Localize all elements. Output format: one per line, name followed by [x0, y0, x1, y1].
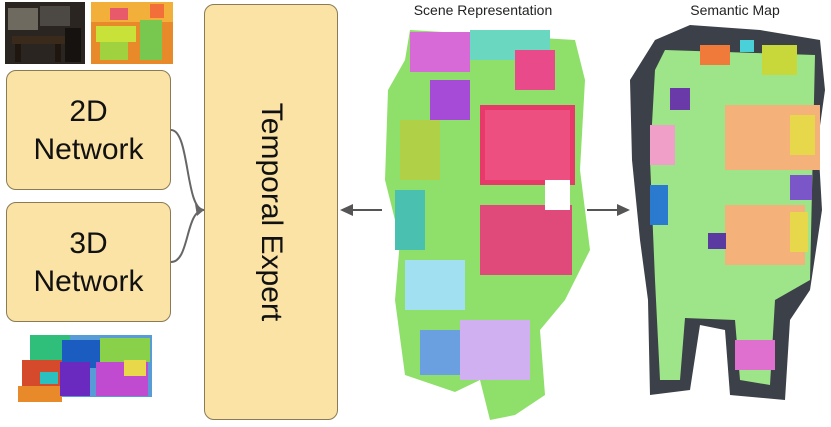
- network-3d-label-line1: 3D: [69, 227, 108, 260]
- connector-2d-to-expert: [170, 129, 205, 211]
- network-2d-label-line1: 2D: [69, 95, 108, 128]
- point-cloud-input-image: [18, 335, 152, 402]
- connector-arrowhead: [195, 204, 204, 216]
- segmentation-input-image: [91, 2, 173, 64]
- scene-representation-caption: Scene Representation: [413, 2, 553, 18]
- network-3d-label-line2: Network: [33, 265, 144, 298]
- network-2d-label-line2: Network: [33, 133, 144, 166]
- temporal-expert-label: Temporal Expert: [255, 102, 288, 322]
- arrow-scene-to-expert: [340, 204, 382, 216]
- scene-representation-point-cloud: [385, 30, 590, 420]
- temporal-expert-box: Temporal Expert: [204, 4, 338, 420]
- arrow-scene-to-semantic-map: [587, 204, 630, 216]
- semantic-map-image: [630, 25, 825, 400]
- semantic-map-caption: Semantic Map: [690, 2, 780, 18]
- connector-3d-to-expert: [170, 209, 205, 263]
- network-2d-box: 2D Network: [6, 70, 171, 190]
- rgb-input-image: [5, 2, 85, 64]
- network-3d-box: 3D Network: [6, 202, 171, 322]
